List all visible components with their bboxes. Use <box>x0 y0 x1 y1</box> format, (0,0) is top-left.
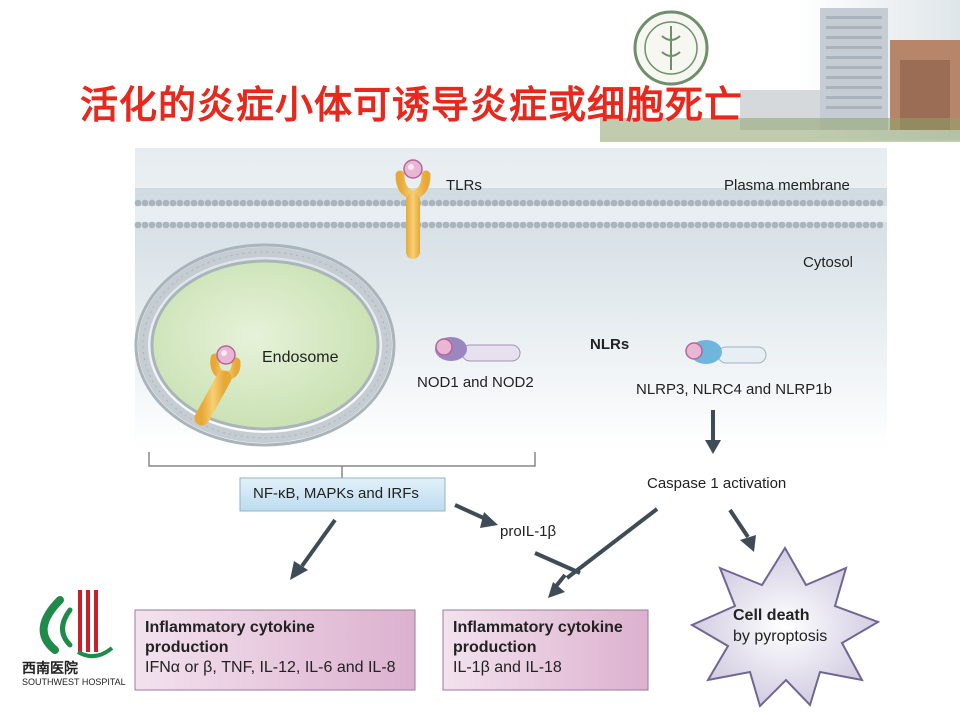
pathway-arrows <box>290 410 756 598</box>
nod-protein <box>435 337 521 362</box>
box-left-bg <box>134 609 416 691</box>
endosome-label: Endosome <box>262 349 339 366</box>
nlrp-protein <box>685 340 767 364</box>
box-middle-title: Inflammatory cytokine <box>453 619 623 636</box>
tlr-receptor-membrane <box>395 159 431 259</box>
nod-label: NOD1 and NOD2 <box>417 374 534 391</box>
hospital-subtitle: SOUTHWEST HOSPITAL <box>22 677 126 687</box>
hospital-name: 西南医院 <box>22 661 78 677</box>
endosome <box>134 243 396 447</box>
nlrs-label: NLRs <box>590 336 630 353</box>
nlrp-label: NLRP3, NLRC4 and NLRP1b <box>636 381 832 398</box>
box-left-title: Inflammatory cytokine <box>145 619 315 636</box>
cell-death-starburst <box>689 546 881 708</box>
cell-death-title: Cell death <box>733 607 810 624</box>
caspase-label: Caspase 1 activation <box>647 475 787 492</box>
box-left-title2: production <box>145 639 229 656</box>
box-left: Inflammatory cytokine production IFNα or… <box>135 610 415 690</box>
banner-background <box>600 0 960 142</box>
box-middle-bg <box>442 609 649 691</box>
cell-death-detail: by pyroptosis <box>733 628 828 645</box>
box-middle: Inflammatory cytokine production IL-1β a… <box>443 610 648 690</box>
plasma-membrane <box>134 199 887 229</box>
tlrs-label: TLRs <box>446 177 482 194</box>
hospital-emblem <box>633 10 709 86</box>
slide-title: 活化的炎症小体可诱导炎症或细胞死亡 <box>80 83 744 127</box>
nfkb-box-bg <box>239 477 446 512</box>
box-left-detail: IFNα or β, TNF, IL-12, IL-6 and IL-8 <box>145 659 396 676</box>
tlr-receptor-endosome <box>194 345 241 426</box>
hospital-logo-mark <box>39 590 114 659</box>
box-middle-detail: IL-1β and IL-18 <box>453 659 562 676</box>
cytosol-label: Cytosol <box>803 254 854 271</box>
plasma-membrane-label: Plasma membrane <box>724 177 850 194</box>
proil-label: proIL-1β <box>500 523 557 540</box>
nfkb-label: NF-κB, MAPKs and IRFs <box>253 485 419 502</box>
box-middle-title2: production <box>453 639 537 656</box>
bracket-line <box>148 452 536 478</box>
